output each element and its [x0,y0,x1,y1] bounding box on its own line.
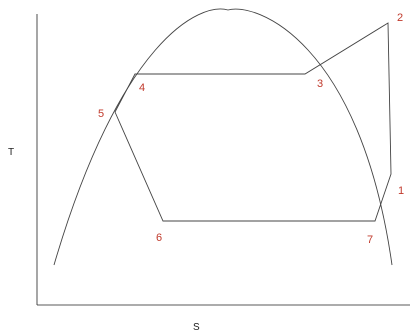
point-label-4: 4 [139,82,145,94]
point-label-6: 6 [156,232,162,244]
cycle-path [114,22,392,222]
point-label-1: 1 [398,185,404,197]
y-axis-label: T [8,147,14,158]
saturation-dome [53,8,393,266]
point-label-3: 3 [317,78,323,90]
point-label-2: 2 [397,12,403,24]
point-label-7: 7 [367,234,373,246]
point-label-5: 5 [98,108,104,120]
x-axis-label: S [193,322,200,333]
